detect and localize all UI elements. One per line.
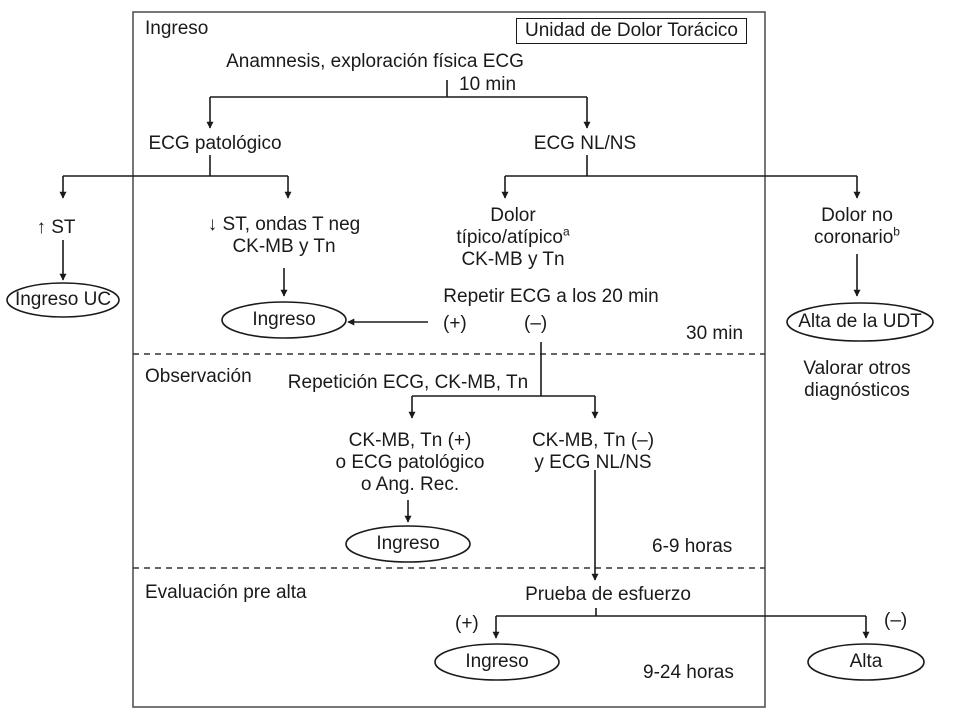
node-ingreso-1: Ingreso [252, 309, 316, 330]
time-9-24-horas: 9-24 horas [643, 662, 734, 683]
node-st-depression: ↓ ST, ondas T neg CK-MB y Tn [208, 214, 360, 258]
unit-frame [132, 11, 766, 708]
node-ingreso-2: Ingreso [376, 533, 440, 554]
st-depression-line-1: ↓ ST, ondas T neg [207, 214, 361, 235]
note-valorar-diagnosticos: Valorar otros diagnósticos [803, 358, 911, 401]
time-6-9-horas: 6-9 horas [652, 536, 733, 557]
node-ecg-nl-ns: ECG NL/NS [533, 133, 637, 154]
section-label-observacion: Observación [145, 366, 252, 387]
node-anamnesis: Anamnesis, exploración física ECG [226, 51, 524, 72]
dolor-tipico-line-3: CK-MB y Tn [461, 249, 565, 270]
node-ingreso-uc: Ingreso UC [14, 289, 112, 310]
node-alta-udt: Alta de la UDT [798, 311, 922, 332]
ingreso-uc-ellipse [6, 282, 120, 318]
section-label-ingreso: Ingreso [145, 18, 209, 39]
node-repetir-ecg: Repetir ECG a los 20 min [443, 286, 659, 307]
ingreso-2-ellipse [345, 525, 471, 563]
dolor-tipico-line-1: Dolor [490, 205, 536, 226]
dolor-no-line-1: Dolor no [821, 205, 893, 226]
label-negative: (–) [524, 313, 548, 334]
dolor-no-line-2: coronario [814, 227, 894, 248]
node-alta: Alta [849, 651, 883, 672]
label-positive: (+) [443, 313, 467, 334]
node-dolor-tipico: Dolor típico/atípicoa CK-MB y Tn [456, 205, 569, 271]
dolor-tipico-line-2: típico/atípico [456, 227, 563, 248]
section-label-evaluacion: Evaluación pre alta [145, 582, 307, 603]
footnote-a: a [562, 224, 570, 239]
st-depression-line-2: CK-MB y Tn [232, 236, 336, 257]
node-ecg-patologico: ECG patológico [148, 133, 282, 154]
ingreso-3-ellipse [434, 643, 560, 681]
node-repeticion: Repetición ECG, CK-MB, Tn [287, 372, 529, 393]
node-ckmb-negative: CK-MB, Tn (–) y ECG NL/NS [531, 430, 655, 473]
node-st-elevation: ↑ ST [36, 217, 76, 238]
node-dolor-no-coronario: Dolor no coronariob [814, 205, 900, 249]
time-10-min: 10 min [459, 74, 517, 95]
alta-udt-ellipse [786, 302, 934, 342]
label-positive-2: (+) [455, 613, 479, 634]
node-ingreso-3: Ingreso [465, 651, 529, 672]
alta-ellipse [807, 643, 925, 681]
node-prueba-esfuerzo: Prueba de esfuerzo [525, 584, 691, 605]
ingreso-1-ellipse [221, 301, 347, 339]
time-30-min: 30 min [686, 323, 744, 344]
unit-label: Unidad de Dolor Torácico [516, 18, 747, 44]
node-ckmb-positive: CK-MB, Tn (+) o ECG patológico o Ang. Re… [335, 430, 485, 495]
footnote-b: b [893, 224, 900, 239]
label-negative-2: (–) [884, 610, 908, 631]
